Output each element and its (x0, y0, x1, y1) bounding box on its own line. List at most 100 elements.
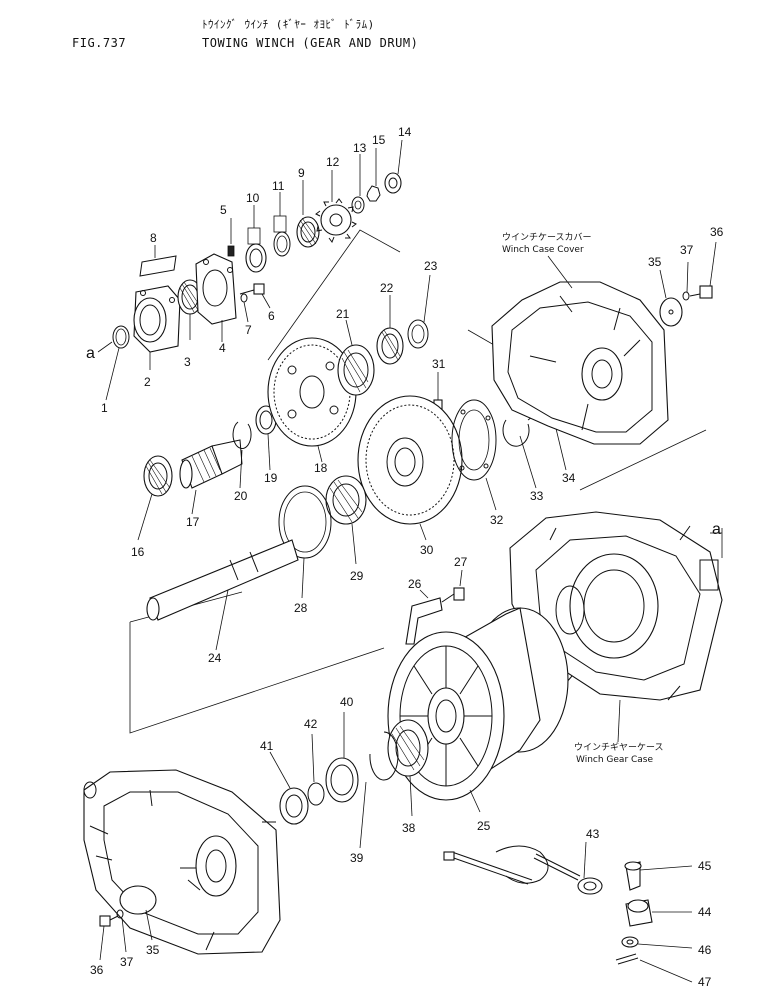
part-4-retainer (195, 253, 237, 342)
label-5: 5 (220, 203, 227, 217)
label-24: 24 (208, 651, 222, 665)
label-42: 42 (304, 717, 318, 731)
part-21-bearing (337, 319, 375, 396)
part-33-thrust-washer (502, 419, 537, 489)
part-13-washer (351, 154, 365, 214)
label-45: 45 (698, 859, 712, 873)
label-44: 44 (698, 905, 712, 919)
part-37-lockwasher-lower (116, 909, 127, 953)
part-1-snap-ring (105, 325, 130, 401)
label-7: 7 (245, 323, 252, 337)
label-4: 4 (219, 341, 226, 355)
label-14: 14 (398, 125, 412, 139)
label-30: 30 (420, 543, 434, 557)
title: TOWING WINCH (GEAR AND DRUM) (202, 36, 419, 50)
label-35: 35 (648, 255, 662, 269)
label-26: 26 (408, 577, 422, 591)
label-23: 23 (424, 259, 438, 273)
part-23-ring (407, 274, 431, 349)
part-24-drum-shaft (146, 539, 299, 651)
part-39-snap-ring (359, 731, 399, 849)
part-46-nut (621, 936, 693, 949)
label-31: 31 (432, 357, 446, 371)
part-5-nipple (227, 218, 235, 257)
part-27-bolt (441, 569, 465, 603)
annotation-winch-case-cover: ウインチケースカバー Winch Case Cover (502, 232, 592, 289)
part-35-cover-plate (659, 269, 683, 327)
part-37-lockwasher (682, 261, 690, 301)
label-37-lower: 37 (120, 955, 134, 969)
label-27: 27 (454, 555, 468, 569)
part-20-snap-ring (232, 421, 252, 489)
label-37: 37 (680, 243, 694, 257)
label-40: 40 (340, 695, 354, 709)
part-30-large-gear (357, 395, 463, 541)
part-11-spacer (273, 192, 291, 257)
part-9-bearing (296, 180, 320, 248)
label-41: 41 (260, 739, 274, 753)
part-12-small-gear (315, 170, 357, 244)
part-28-oil-seal (278, 485, 332, 599)
annotation-gear-case-jp: ウインチギヤーケース (574, 742, 664, 753)
winch-case-cover (491, 281, 669, 445)
figure-number: FIG.737 (72, 36, 127, 50)
label-16: 16 (131, 545, 145, 559)
part-40-seal (325, 712, 359, 803)
label-15: 15 (372, 133, 386, 147)
label-29: 29 (350, 569, 364, 583)
part-29-bearing (325, 475, 367, 565)
label-38: 38 (402, 821, 416, 835)
part-16-bearing (137, 455, 173, 541)
label-17: 17 (186, 515, 200, 529)
part-32-gasket (451, 399, 497, 511)
label-43: 43 (586, 827, 600, 841)
label-3: 3 (184, 355, 191, 369)
part-42-o-ring (307, 733, 325, 806)
part-14-nut (384, 139, 403, 194)
part-6-bolt (239, 283, 271, 309)
label-20: 20 (234, 489, 248, 503)
label-39: 39 (350, 851, 364, 865)
label-12: 12 (326, 155, 340, 169)
part-15-lockwasher (366, 148, 381, 202)
label-35-lower: 35 (146, 943, 160, 957)
label-25: 25 (477, 819, 491, 833)
label-21: 21 (336, 307, 350, 321)
label-32: 32 (490, 513, 504, 527)
label-19: 19 (264, 471, 278, 485)
part-36-bolt (689, 241, 717, 299)
label-22: 22 (380, 281, 394, 295)
ref-a-right: a (712, 521, 721, 538)
label-36-lower: 36 (90, 963, 104, 977)
label-11: 11 (272, 179, 285, 193)
label-13: 13 (353, 141, 367, 155)
label-46: 46 (698, 943, 712, 957)
label-47: 47 (698, 975, 712, 988)
annotation-winch-gear-case: ウインチギヤーケース Winch Gear Case (574, 742, 664, 765)
part-8-shim (139, 245, 177, 277)
label-1: 1 (101, 401, 108, 415)
ref-a-left: a (86, 345, 95, 362)
part-41-collar (269, 751, 309, 825)
part-35-cover-plate-lower (145, 909, 153, 941)
part-45-pin (624, 861, 693, 891)
part-10-bearing (245, 205, 267, 273)
part-26-lock-plate (405, 589, 443, 645)
title-katakana: ﾄｳｲﾝｸﾞ ｳｲﾝﾁ (ｷﾞﾔｰ ｵﾖﾋﾞ ﾄﾞﾗﾑ) (202, 18, 375, 31)
label-28: 28 (294, 601, 308, 615)
label-36: 36 (710, 225, 724, 239)
part-number-labels: 1 2 3 4 5 6 7 8 9 10 11 12 13 14 15 16 1… (90, 125, 724, 988)
label-10: 10 (246, 191, 260, 205)
annotation-case-cover-jp: ウインチケースカバー (502, 232, 592, 243)
label-33: 33 (530, 489, 544, 503)
part-7-lockwasher (240, 293, 249, 323)
part-43-eye-bolt (443, 841, 603, 895)
annotation-case-cover-en: Winch Case Cover (502, 245, 584, 255)
part-38-bearing (387, 719, 429, 817)
part-47-cotter-pin (615, 953, 693, 983)
part-17-pinion-shaft (179, 439, 243, 515)
annotation-gear-case-en: Winch Gear Case (576, 755, 653, 765)
label-9: 9 (298, 166, 305, 180)
label-2: 2 (144, 375, 151, 389)
